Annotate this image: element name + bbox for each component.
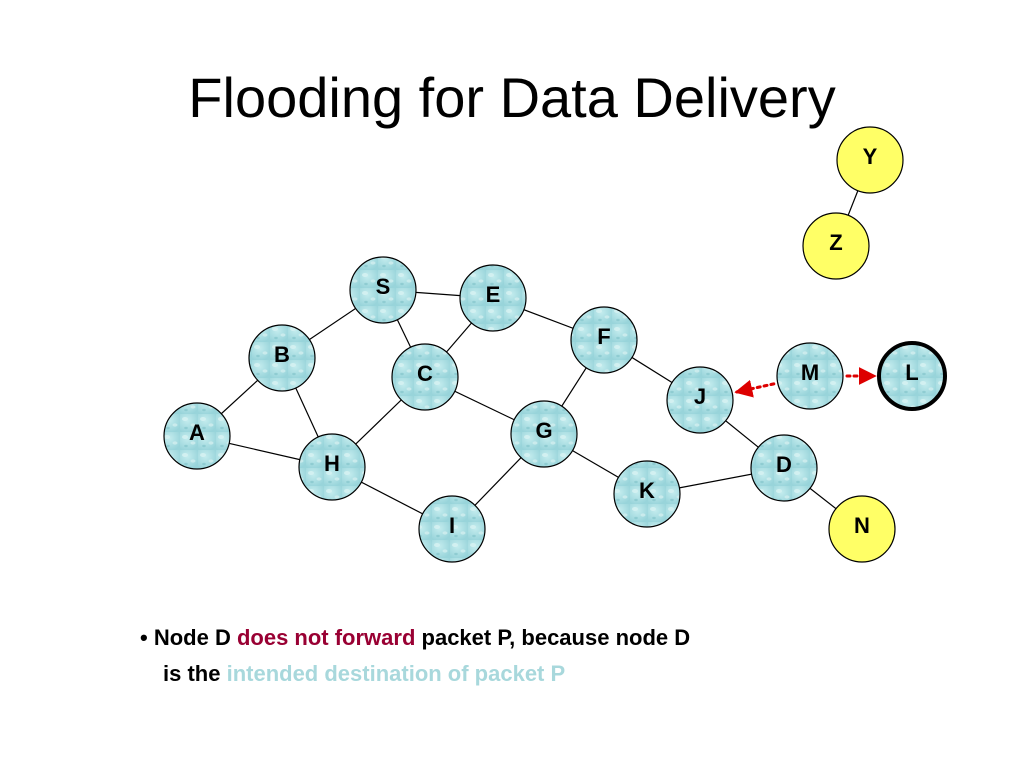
node-h-circle [298,433,366,501]
node-m-label: M [801,360,819,385]
node-g-label: G [535,418,552,443]
arrow-M-to-J [734,379,776,398]
node-c: C [391,343,459,411]
node-h-label: H [324,451,340,476]
node-n-circle [828,495,896,563]
node-e-circle [459,264,527,332]
caption-text-2a: is the [163,661,227,686]
node-c-circle [391,343,459,411]
node-b: B [248,324,316,392]
caption-highlight-intended-destination: intended destination of packet P [226,661,566,686]
node-c-label: C [417,361,433,386]
caption-text-1b: packet P, because node D [415,625,691,650]
node-s-circle [349,256,417,324]
node-y-circle [836,126,904,194]
caption-text-1a: Node D [153,625,237,650]
node-e-label: E [486,282,501,307]
node-n-label: N [854,513,870,538]
node-g: G [510,400,578,468]
node-a-circle [163,402,231,470]
node-b-circle [248,324,316,392]
slide-title: Flooding for Data Delivery [188,66,836,129]
node-j: J [666,366,734,434]
node-m: M [776,342,844,410]
node-l: L [877,341,947,411]
node-i: I [418,495,486,563]
node-y: Y [836,126,904,194]
node-a: A [163,402,231,470]
node-z: Z [802,212,870,280]
node-d: D [750,434,818,502]
node-d-circle [750,434,818,502]
node-e: E [459,264,527,332]
caption: • Node D does not forward packet P, beca… [140,620,940,692]
node-z-circle [802,212,870,280]
node-s-label: S [376,274,391,299]
node-y-label: Y [863,144,878,169]
node-k-circle [613,460,681,528]
node-d-label: D [776,452,792,477]
node-g-circle [510,400,578,468]
node-k-label: K [639,478,655,503]
node-j-label: J [694,384,706,409]
caption-bullet: • [140,625,148,650]
node-i-circle [418,495,486,563]
node-z-label: Z [829,230,842,255]
node-f-circle [570,306,638,374]
node-j-circle [666,366,734,434]
node-f-label: F [597,324,610,349]
caption-line-2: is the intended destination of packet P [140,656,940,692]
node-i-label: I [449,513,455,538]
caption-line-1: • Node D does not forward packet P, beca… [140,620,940,656]
node-h: H [298,433,366,501]
caption-highlight-does-not-forward: does not forward [236,625,416,650]
arrows-layer [734,367,877,398]
node-m-circle [776,342,844,410]
node-l-label: L [905,360,918,385]
nodes-layer: S E F B C M L J A G H D K I N Y Z [163,126,947,563]
node-b-label: B [274,342,290,367]
node-f: F [570,306,638,374]
node-s: S [349,256,417,324]
node-n: N [828,495,896,563]
node-l-circle [877,341,947,411]
node-k: K [613,460,681,528]
node-a-label: A [189,420,205,445]
